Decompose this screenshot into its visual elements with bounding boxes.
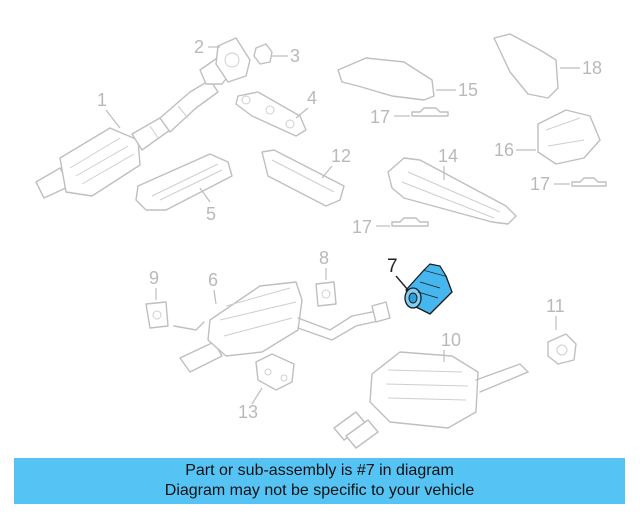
part-17-clip-a	[411, 107, 449, 117]
part-14-tunnel-heat-shield	[387, 157, 517, 225]
part-6-center-muffler	[173, 281, 391, 373]
part-5-heat-shield	[135, 153, 233, 211]
leader-12	[321, 165, 333, 179]
part-11-clamp	[547, 333, 577, 365]
callout-12: 12	[331, 146, 351, 166]
part-17-clip-b	[571, 177, 607, 187]
part-9-hanger	[145, 301, 169, 329]
part-8-hanger	[315, 281, 337, 307]
callout-6: 6	[208, 270, 218, 290]
banner-line-2: Diagram may not be specific to your vehi…	[164, 482, 475, 499]
part-7-pipe-clamp-highlighted	[404, 263, 453, 315]
callout-10: 10	[441, 330, 461, 350]
part-3-nut	[253, 43, 273, 65]
part-13-mounting-bracket	[255, 353, 295, 391]
info-banner: Part or sub-assembly is #7 in diagram Di…	[14, 458, 625, 504]
part-12-crossmember-bracket	[261, 149, 345, 207]
callout-13: 13	[238, 402, 258, 422]
callout-15: 15	[458, 80, 478, 100]
callout-7: 7	[387, 256, 398, 277]
banner-line-1: Part or sub-assembly is #7 in diagram	[185, 462, 454, 479]
callout-8: 8	[319, 248, 329, 268]
callout-2: 2	[194, 37, 204, 57]
part-16-bracket	[537, 109, 601, 165]
leader-7	[395, 275, 409, 291]
part-15-heat-shield-plate	[337, 57, 435, 101]
callout-9: 9	[149, 268, 159, 288]
callout-18: 18	[582, 58, 602, 78]
callout-17-a: 17	[370, 107, 390, 127]
callout-4: 4	[307, 88, 317, 108]
leader-5	[199, 187, 211, 203]
callout-3: 3	[290, 46, 300, 66]
callout-16: 16	[494, 140, 514, 160]
callout-1: 1	[97, 90, 107, 110]
exhaust-parts-diagram: 1 2 3 4 5 12 14 15	[35, 33, 607, 449]
leader-13	[251, 387, 263, 405]
callout-17-b: 17	[530, 174, 550, 194]
part-4-hanger-bracket	[235, 91, 307, 137]
part-17-clip-c	[391, 217, 429, 227]
part-10-rear-muffler	[333, 351, 530, 449]
part-2-gasket	[215, 37, 251, 83]
callout-17-c: 17	[352, 217, 372, 237]
leader-1	[105, 109, 121, 129]
callout-11: 11	[546, 296, 565, 316]
callout-14: 14	[438, 146, 458, 166]
leader-6	[213, 289, 217, 305]
callout-5: 5	[206, 204, 216, 224]
leader-4	[295, 107, 309, 119]
part-18-heat-shield	[493, 33, 559, 99]
